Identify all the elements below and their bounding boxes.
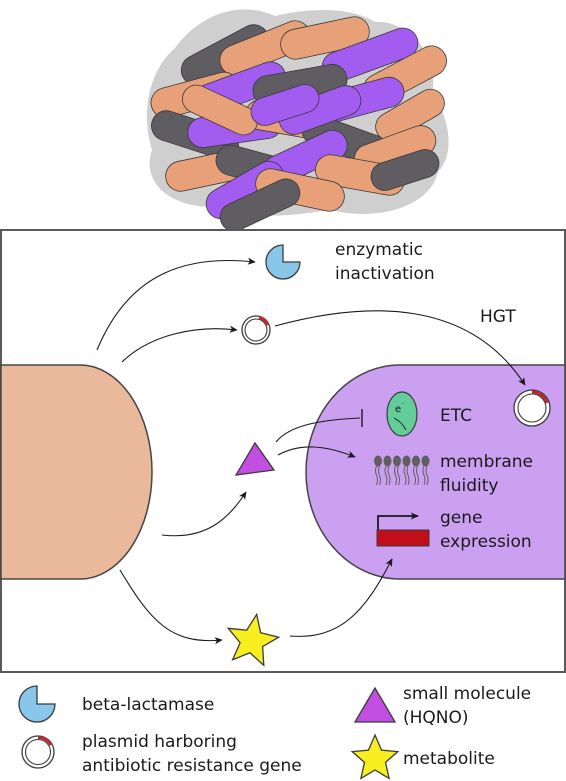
lipid-tail [387,465,391,486]
biofilm [146,9,449,232]
lipid-head [412,455,420,467]
legend-beta-lactamase-label: beta-lactamase [82,695,214,715]
gene-label-2: expression [440,532,532,552]
bacterium-rod [370,149,440,191]
legend: beta-lactamase plasmid harboring antibio… [18,684,531,780]
arrow-to-plasmid [121,325,238,363]
lipid-head [393,455,401,467]
legend-small-molecule-label-2: (HQNO) [403,708,469,728]
left-cell [0,364,153,580]
legend-plasmid-label-2: antibiotic resistance gene [82,756,302,776]
bacterium-rod [219,178,301,232]
lipid-tail [422,465,426,486]
legend-small-molecule-label-1: small molecule [403,684,531,704]
lipid-head [383,455,392,467]
right-cell [305,364,566,580]
hqno-icon [234,441,276,476]
gene-expression-icon [376,512,430,547]
arrow-to-metabolite [119,569,223,645]
arrow-to-hqno [161,491,247,537]
electron-label: e [395,404,401,415]
lipid-tail [416,465,419,486]
legend-beta-lactamase-icon [18,685,56,723]
inhibit-etc [275,417,361,443]
etc-icon: e - [386,391,418,437]
arrow-metabolite-to-gene [289,558,393,637]
lipid-head [402,455,411,467]
etc-label: ETC [440,406,472,426]
lipid-tail [378,465,381,486]
lipid-tail [403,465,407,486]
legend-metabolite-label: metabolite [403,749,495,769]
bacterium-rod [250,84,320,126]
membrane-lipids-icon [374,455,430,486]
metabolite-icon [226,612,281,667]
bacteria-rods [150,16,447,232]
beta-lactamase-icon [265,244,301,280]
lipid-tail [413,465,416,486]
gene-label-1: gene [440,508,482,528]
hgt-label: HGT [480,307,516,327]
enzymatic-label-2: inactivation [335,264,435,284]
plasmid-received-icon [513,389,551,427]
lipid-head [374,455,382,467]
legend-metabolite-icon [350,733,400,780]
arrows [96,257,526,645]
lipid-tail [425,465,429,486]
membrane-label-1: membrane [440,452,533,472]
lipid-tail [384,465,388,486]
plasmid-icon [241,315,271,345]
legend-plasmid-icon [21,735,55,769]
bacterium-rod [182,84,258,136]
lipid-tail [406,465,410,486]
lipid-tail [375,465,378,486]
legend-plasmid-label-1: plasmid harboring [82,732,237,752]
svg-text:-: - [402,400,404,407]
lipid-tail [397,465,400,486]
membrane-label-2: fluidity [440,476,498,496]
enzymatic-label-1: enzymatic [335,240,423,260]
lipid-tail [394,465,397,486]
lipid-head [421,455,430,467]
legend-hqno-icon [353,686,397,723]
arrow-hgt [274,310,526,386]
arrow-hqno-to-membrane [277,446,356,458]
arrow-to-enzyme [96,257,256,351]
